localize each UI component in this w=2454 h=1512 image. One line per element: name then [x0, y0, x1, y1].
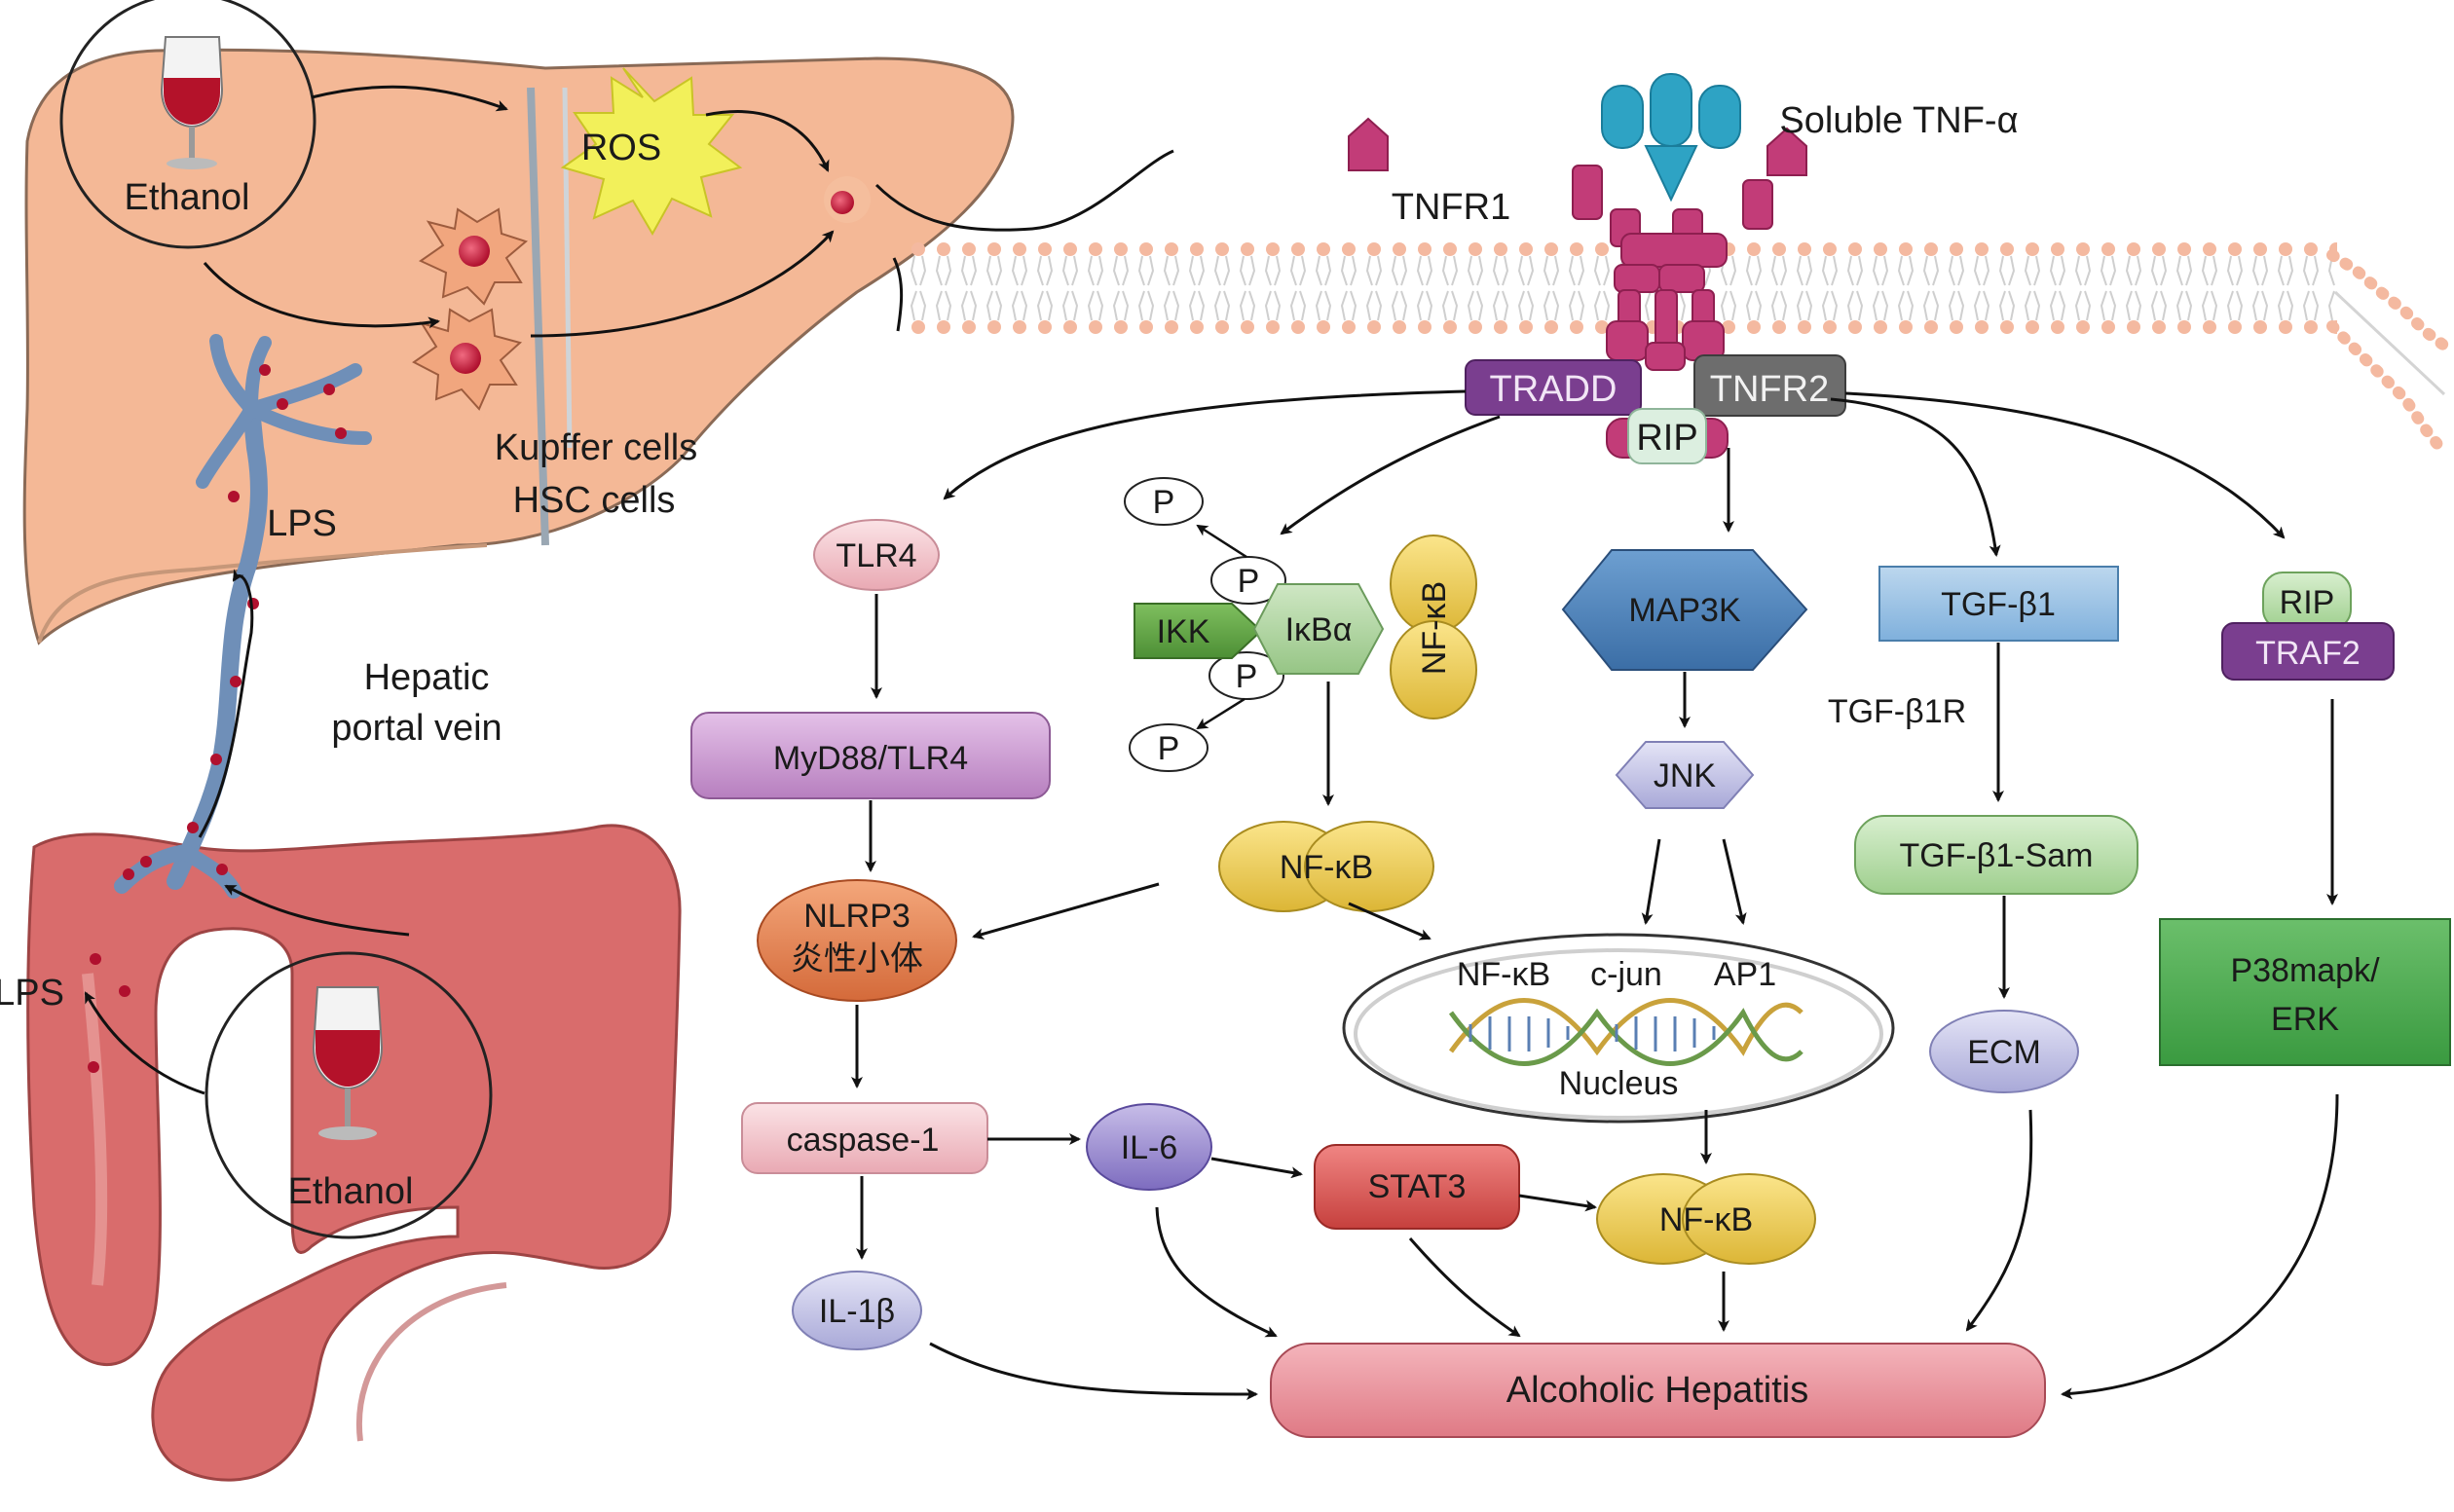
lps-label-lower: LPS — [0, 973, 64, 1014]
tlr4-node: TLR4 — [813, 519, 940, 591]
svg-text:IKK: IKK — [1157, 613, 1210, 650]
tgf-b1-sam-node: TGF-β1-Sam — [1854, 815, 2138, 895]
svg-text:JNK: JNK — [1654, 757, 1717, 794]
portal-vein-label-line2: portal vein — [331, 708, 502, 749]
tgf-b1-node: TGF-β1 — [1878, 566, 2119, 642]
il-6-node: IL-6 — [1086, 1103, 1212, 1191]
wine-glass-icon — [312, 986, 384, 1140]
svg-text:P: P — [1238, 563, 1260, 600]
ikba-node: IκBα — [1252, 583, 1385, 675]
tradd-box: TRADD — [1465, 359, 1642, 416]
tgf-b1r-label: TGF-β1R — [1828, 693, 1966, 730]
portal-vein-label-line1: Hepatic — [364, 657, 490, 698]
stat3-node: STAT3 — [1314, 1144, 1520, 1230]
ros-label: ROS — [581, 128, 661, 168]
svg-text:P: P — [1153, 484, 1175, 521]
alcoholic-hepatitis-node: Alcoholic Hepatitis — [1270, 1343, 2046, 1438]
svg-text:NF-κB: NF-κB — [1416, 581, 1453, 675]
svg-text:MyD88/TLR4: MyD88/TLR4 — [773, 740, 968, 777]
nfkb-complex-node: NF-κB — [1390, 535, 1477, 719]
wine-glass-icon — [160, 36, 224, 169]
jnk-node: JNK — [1615, 741, 1755, 809]
traf2-node: TRAF2 — [2221, 622, 2395, 681]
nfkb-mid-node: NF-κB — [1218, 821, 1434, 912]
svg-text:P: P — [1236, 658, 1258, 695]
svg-text:P: P — [1158, 730, 1180, 767]
phospho-p1: P — [1124, 477, 1204, 526]
soluble-tnf-label: Soluble TNF-α — [1779, 100, 2018, 141]
nucleus-nfkb-label: NF-κB — [1457, 956, 1550, 993]
soluble-tnf-alpha — [1601, 73, 1741, 203]
hepatocyte-dot — [824, 176, 871, 223]
rip-center-label: RIP — [1636, 418, 1697, 459]
intestine — [26, 824, 682, 1482]
svg-text:Alcoholic Hepatitis: Alcoholic Hepatitis — [1506, 1370, 1808, 1411]
ethanol-label-bottom: Ethanol — [288, 1171, 414, 1212]
nfkb-bottom-node: NF-κB — [1596, 1173, 1816, 1265]
svg-text:IL-1β: IL-1β — [819, 1293, 895, 1330]
nucleus-label: Nucleus — [1559, 1065, 1679, 1102]
tradd-label: TRADD — [1490, 369, 1617, 410]
svg-text:ERK: ERK — [2271, 1001, 2339, 1038]
ros-burst: ROS — [560, 67, 743, 237]
svg-text:RIP: RIP — [2280, 584, 2335, 621]
rip-right-node: RIP — [2262, 572, 2352, 630]
kupffer-cell-bottom — [412, 308, 523, 411]
tnfr2-label: TNFR2 — [1710, 369, 1829, 410]
svg-text:炎性小体: 炎性小体 — [791, 940, 923, 977]
vein-arrows — [198, 569, 410, 937]
svg-text:NF-κB: NF-κB — [1659, 1201, 1753, 1238]
soluble-tnf-spike-left — [1348, 117, 1389, 171]
ecm-node: ECM — [1929, 1010, 2079, 1093]
kupffer-cell-top — [418, 207, 529, 306]
ethanol-circle-bottom: Ethanol — [84, 951, 493, 1239]
map3k-node: MAP3K — [1561, 549, 1808, 671]
phospho-p3: P — [1208, 651, 1284, 700]
hsc-label: HSC cells — [513, 480, 676, 521]
ikk-node: IKK — [1134, 603, 1263, 659]
svg-text:TGF-β1-Sam: TGF-β1-Sam — [1899, 837, 2093, 874]
svg-text:caspase-1: caspase-1 — [787, 1122, 940, 1159]
liver-arrows — [203, 85, 1174, 338]
p38mapk-erk-node: P38mapk/ ERK — [2159, 918, 2451, 1066]
liver — [22, 48, 1015, 645]
nlrp3-inflammasome-node: NLRP3 炎性小体 — [757, 879, 957, 1002]
nucleus-cjun-label: c-jun — [1590, 956, 1662, 993]
svg-text:TRAF2: TRAF2 — [2255, 635, 2361, 672]
tnfr2-box: TNFR2 — [1693, 354, 1846, 417]
hepatic-portal-vein — [88, 334, 372, 1073]
dna-helix-icon — [1448, 998, 1803, 1066]
nucleus: NF-κB c-jun AP1 Nucleus — [1342, 933, 1895, 1124]
svg-text:TGF-β1: TGF-β1 — [1941, 586, 2056, 623]
il-1b-node: IL-1β — [792, 1271, 922, 1350]
phospho-arrows — [1196, 524, 1247, 730]
ethanol-circle-top: Ethanol — [59, 0, 316, 249]
svg-text:MAP3K: MAP3K — [1628, 592, 1741, 629]
myd88-tlr4-node: MyD88/TLR4 — [690, 712, 1051, 799]
caspase-1-node: caspase-1 — [741, 1102, 988, 1174]
ethanol-label-top: Ethanol — [125, 177, 250, 218]
nucleus-ap1-label: AP1 — [1714, 956, 1776, 993]
svg-text:STAT3: STAT3 — [1368, 1168, 1467, 1205]
svg-text:NLRP3: NLRP3 — [803, 898, 911, 935]
svg-text:TLR4: TLR4 — [836, 537, 916, 574]
svg-text:IκBα: IκBα — [1285, 611, 1353, 648]
kupffer-label: Kupffer cells — [495, 427, 697, 468]
rip-center-box: RIP — [1627, 408, 1707, 464]
pathway-arrows — [851, 389, 2339, 1400]
svg-text:ECM: ECM — [1967, 1034, 2041, 1071]
lps-label-upper: LPS — [267, 503, 337, 544]
phospho-p4: P — [1129, 723, 1208, 772]
svg-text:P38mapk/: P38mapk/ — [2230, 952, 2380, 989]
svg-text:IL-6: IL-6 — [1121, 1129, 1178, 1166]
tnfr1-label: TNFR1 — [1392, 187, 1510, 228]
phospho-p2: P — [1210, 556, 1286, 605]
svg-text:NF-κB: NF-κB — [1280, 849, 1373, 886]
